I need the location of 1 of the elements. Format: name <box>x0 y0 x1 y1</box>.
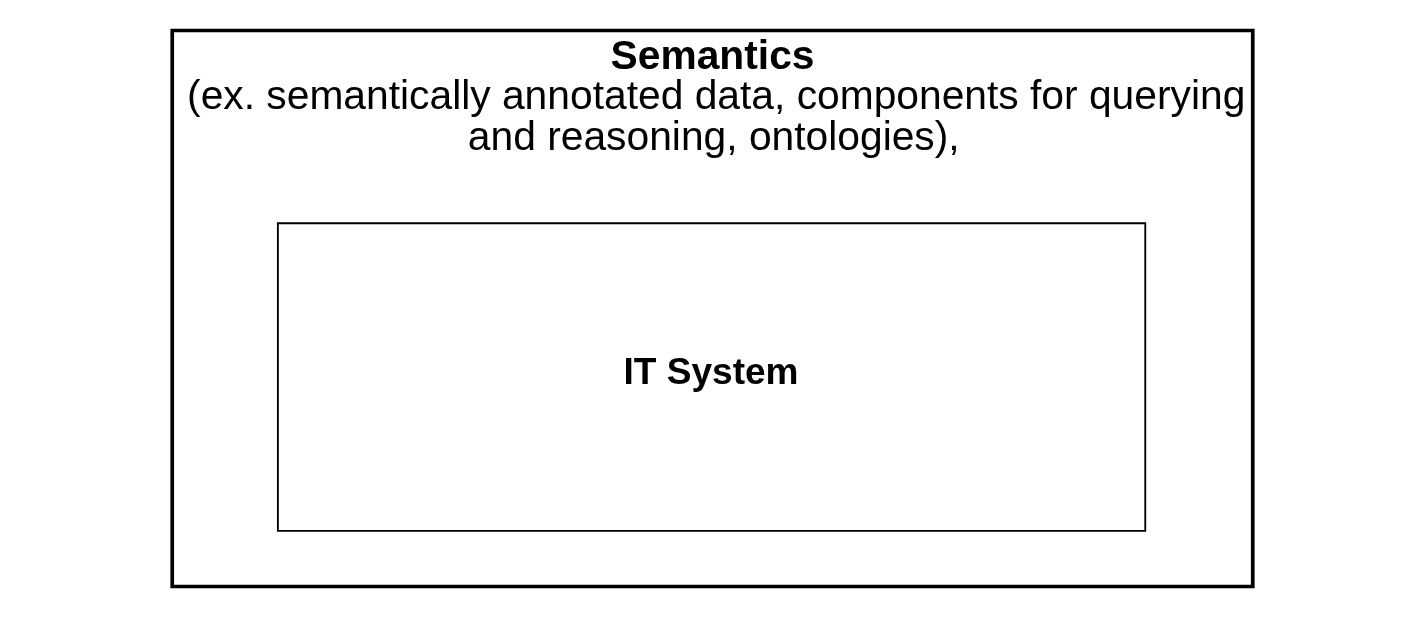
node-box: IT System <box>276 222 1146 532</box>
